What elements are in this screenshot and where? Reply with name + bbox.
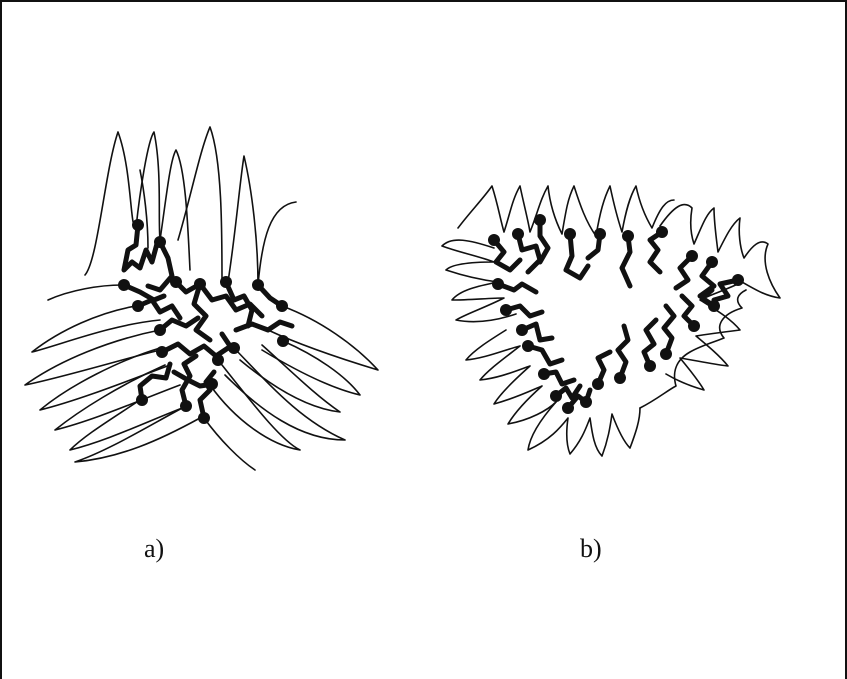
panel-b-outer-chains — [442, 186, 780, 456]
panel-a-label: a) — [144, 536, 164, 562]
panel-a-right-chains — [204, 306, 378, 470]
panel-a-aggregate — [25, 127, 378, 470]
panel-a-upper-chains — [85, 127, 296, 285]
panel-b-label: b) — [580, 536, 602, 562]
panel-b-aggregate — [442, 186, 780, 456]
